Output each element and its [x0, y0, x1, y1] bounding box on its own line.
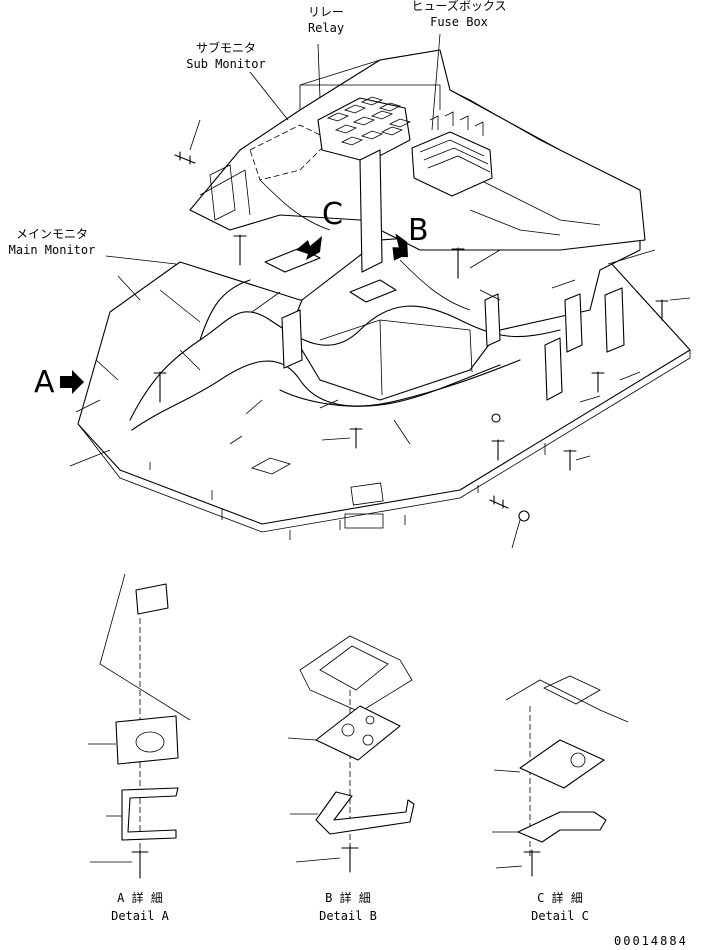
leader-lines: [69, 33, 691, 549]
floor-plate: [77, 261, 691, 525]
view-arrow-c-label: C: [322, 197, 343, 232]
console-body: [289, 229, 641, 401]
fuse-box-label-jp: ヒューズボックス: [411, 0, 507, 13]
bolts: [153, 151, 669, 522]
document-number: 00014884: [614, 934, 688, 948]
detail-c-title: Detail C: [531, 909, 589, 923]
view-arrow-a-label: A: [34, 365, 55, 400]
view-arrow-b-glyph: [392, 233, 409, 261]
relay-label-jp: リレー: [307, 5, 344, 19]
detail-b-title: Detail B: [319, 909, 377, 923]
sub-monitor-label: Sub Monitor: [186, 57, 266, 71]
main-monitor-label-jp: メインモニタ: [15, 227, 88, 241]
relay-block: [317, 96, 412, 163]
detail-c-assembly: [492, 675, 629, 877]
view-arrow-b-label: B: [408, 213, 429, 248]
main-assembly: [60, 33, 691, 549]
detail-a-title: Detail A: [111, 909, 169, 923]
fuse-box: [411, 111, 493, 197]
view-arrow-a-glyph: [60, 370, 84, 394]
detail-b-title-jp: B 詳 細: [325, 891, 371, 905]
main-monitor-label: Main Monitor: [8, 243, 96, 257]
fuse-box-label: Fuse Box: [430, 15, 488, 29]
relay-label: Relay: [307, 21, 345, 35]
detail-a-assembly: [88, 573, 191, 879]
detail-c-title-jp: C 詳 細: [537, 891, 583, 905]
view-arrow-c-glyph: [296, 236, 322, 260]
detail-a-title-jp: A 詳 細: [117, 891, 163, 905]
wiring-harness: [129, 305, 561, 421]
detail-b-assembly: [287, 635, 415, 873]
sub-monitor-label-jp: サブモニタ: [195, 41, 256, 55]
